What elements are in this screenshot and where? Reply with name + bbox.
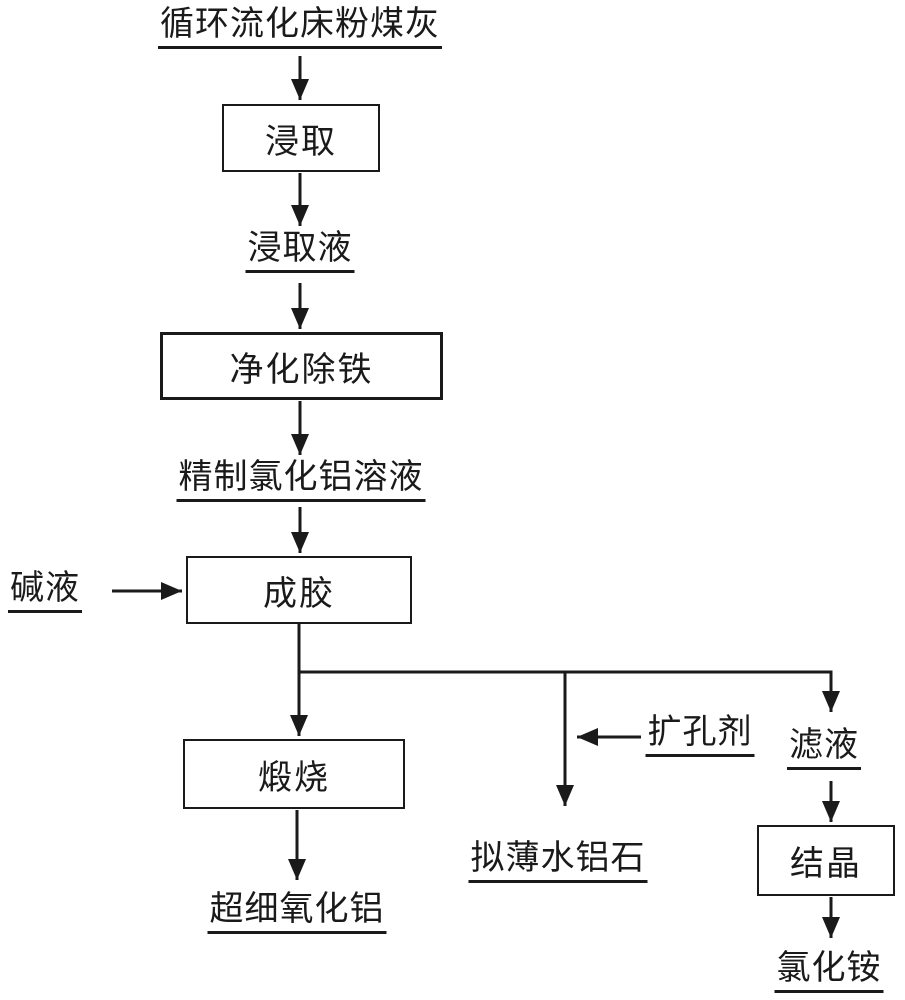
box-calcination: 煅烧	[183, 739, 405, 809]
box-purify-deiron: 净化除铁	[160, 332, 443, 400]
box-crystallization: 结晶	[757, 825, 895, 896]
label-source: 循环流化床粉煤灰	[158, 6, 442, 50]
label-filtrate: 滤液	[787, 727, 861, 771]
label-ultrafine-alumina: 超细氧化铝	[207, 891, 387, 935]
label-ammonium-chloride: 氯化铵	[774, 950, 884, 994]
box-gelation: 成胶	[186, 556, 412, 624]
label-leachate: 浸取液	[245, 230, 355, 274]
label-pore-expander: 扩孔剂	[645, 714, 755, 758]
label-pseudoboehmite: 拟薄水铝石	[468, 840, 648, 884]
label-alkali: 碱液	[8, 570, 82, 614]
label-refined-solution: 精制氯化铝溶液	[176, 459, 426, 503]
box-leaching: 浸取	[222, 104, 380, 172]
branch-line	[297, 623, 833, 674]
